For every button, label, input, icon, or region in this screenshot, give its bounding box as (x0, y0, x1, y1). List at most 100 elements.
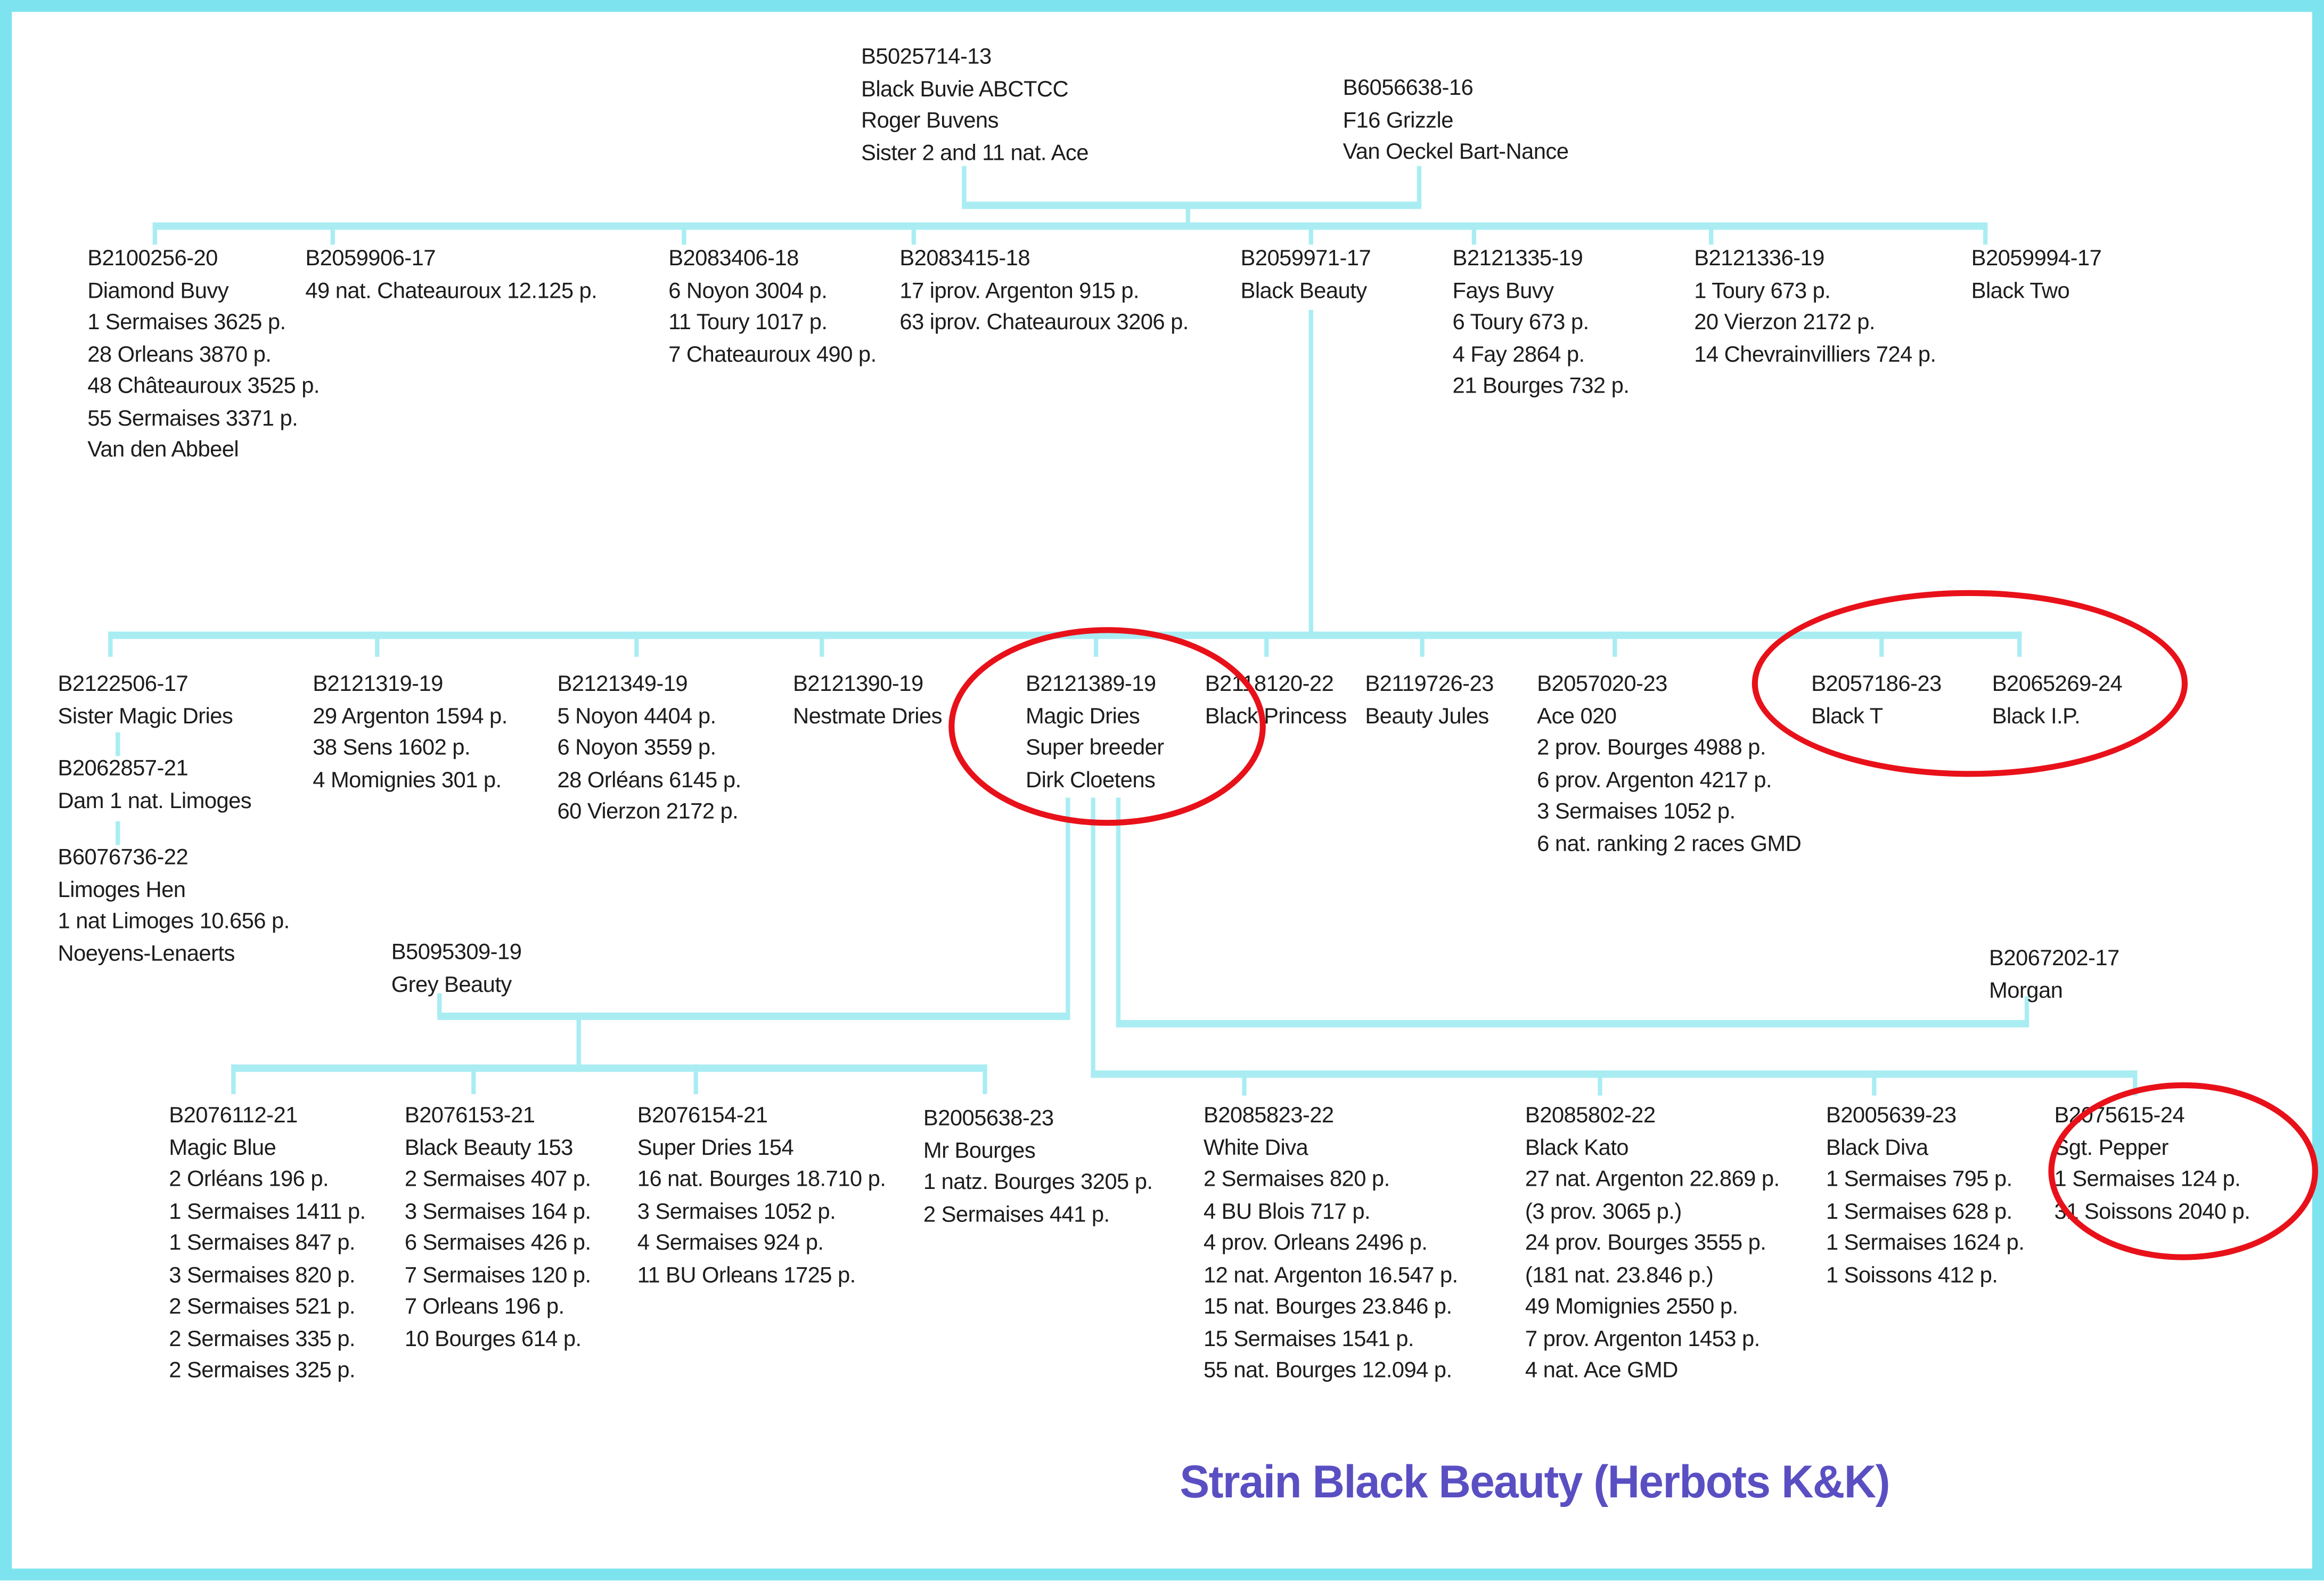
pedigree-connector-line (231, 1064, 987, 1072)
pedigree-text-line: B2121335-19 (1452, 246, 1583, 272)
pedigree-text-line: 2 prov. Bourges 4988 p. (1537, 735, 1766, 761)
pedigree-text-line: B2100256-20 (87, 246, 218, 272)
pedigree-text-line: 7 Chateauroux 490 p. (668, 341, 877, 367)
pedigree-text-line: 28 Orléans 6145 p. (557, 767, 741, 793)
pedigree-text-line: B2076153-21 (404, 1103, 535, 1129)
pedigree-text-line: 48 Châteauroux 3525 p. (87, 373, 320, 399)
highlight-black-t-ip-ellipse (1752, 590, 2188, 777)
pedigree-text-line: 3 Sermaises 1052 p. (637, 1199, 836, 1224)
pedigree-text-line: B6076736-22 (58, 845, 189, 870)
pedigree-text-line: Van den Abbeel (87, 437, 239, 463)
pedigree-text-line: 2 Sermaises 335 p. (169, 1326, 355, 1351)
pedigree-connector-line (1983, 222, 1988, 245)
pedigree-text-line: 49 Momignies 2550 p. (1525, 1294, 1738, 1320)
pedigree-connector-line (1116, 1020, 2030, 1028)
pedigree-text-line: 14 Chevrainvilliers 724 p. (1694, 341, 1936, 367)
highlight-sgt-pepper-ellipse (2048, 1082, 2318, 1260)
pedigree-connector-line (152, 222, 158, 245)
pedigree-text-line: B2059906-17 (305, 246, 436, 272)
pedigree-text-line: 2 Orléans 196 p. (169, 1167, 329, 1192)
pedigree-text-line: B2005638-23 (923, 1106, 1054, 1131)
pedigree-text-line: 1 Sermaises 1624 p. (1826, 1230, 2025, 1256)
pedigree-text-line: 1 nat Limoges 10.656 p. (58, 909, 290, 934)
pedigree-text-line: Black Buvie ABCTCC (861, 76, 1069, 102)
pedigree-text-line: B2083406-18 (668, 246, 799, 272)
pedigree-connector-line (1598, 1070, 1602, 1096)
pedigree-text-line: 10 Bourges 614 p. (404, 1326, 582, 1351)
pedigree-node-gen4-mr-bourges: B2005638-23 Mr Bourges 1 natz. Bourges 320… (923, 1103, 1153, 1230)
pedigree-text-line: 6 Noyon 3004 p. (668, 278, 828, 304)
pedigree-text-line: Sister 2 and 11 nat. Ace (861, 140, 1089, 166)
pedigree-text-line: B2119726-23 (1365, 671, 1494, 697)
pedigree-text-line: B2121390-19 (793, 671, 923, 697)
pedigree-text-line: 6 Noyon 3559 p. (557, 735, 716, 761)
pedigree-text-line: 11 BU Orleans 1725 p. (637, 1262, 856, 1288)
pedigree-text-line: 55 Sermaises 3371 p. (87, 405, 298, 431)
pedigree-text-line: 4 BU Blois 717 p. (1203, 1199, 1371, 1224)
pedigree-text-line: 60 Vierzon 2172 p. (557, 799, 739, 825)
highlight-magic-dries-ellipse (948, 627, 1266, 826)
pedigree-text-line: Ace 020 (1537, 703, 1617, 729)
pedigree-text-line: Roger Buvens (861, 108, 999, 134)
pedigree-text-line: B2057020-23 (1537, 671, 1667, 697)
pedigree-text-line: 1 Soissons 412 p. (1826, 1262, 1998, 1288)
pedigree-text-line: Super Dries 154 (637, 1135, 794, 1160)
pedigree-connector-line (962, 166, 967, 208)
pedigree-text-line: Diamond Buvy (87, 278, 229, 304)
pedigree-connector-line (231, 1064, 236, 1095)
pedigree-text-line: 16 nat. Bourges 18.710 p. (637, 1167, 886, 1192)
pedigree-connector-line (1185, 201, 1190, 227)
pedigree-text-line: 1 Sermaises 795 p. (1826, 1167, 2012, 1192)
pedigree-text-line: 12 nat. Argenton 16.547 p. (1203, 1262, 1458, 1288)
pedigree-connector-line (116, 821, 120, 845)
pedigree-text-line: Black Beauty (1240, 278, 1368, 304)
pedigree-text-line: 2 Sermaises 407 p. (404, 1167, 591, 1192)
pedigree-text-line: B5025714-13 (861, 44, 992, 70)
pedigree-text-line: 4 Momignies 301 p. (313, 767, 502, 793)
pedigree-text-line: 1 Toury 673 p. (1694, 278, 1831, 304)
pedigree-connector-line (1066, 797, 1070, 1020)
pedigree-connector-line (693, 1064, 698, 1095)
pedigree-connector-line (1116, 797, 1121, 1028)
pedigree-connector-line (152, 222, 1988, 230)
pedigree-text-line: (181 nat. 23.846 p.) (1525, 1262, 1714, 1288)
pedigree-text-line: F16 Grizzle (1343, 107, 1454, 133)
pedigree-connector-line (820, 631, 824, 657)
pedigree-connector-line (116, 732, 120, 756)
pedigree-text-line: 2 Sermaises 325 p. (169, 1358, 355, 1383)
pedigree-text-line: B2122506-17 (58, 671, 189, 697)
pedigree-text-line: 1 natz. Bourges 3205 p. (923, 1169, 1153, 1195)
pedigree-text-line: 6 Toury 673 p. (1452, 309, 1590, 336)
pedigree-text-line: 5 Noyon 4404 p. (557, 703, 716, 729)
pedigree-connector-line (962, 201, 1422, 209)
pedigree-text-line: 27 nat. Argenton 22.869 p. (1525, 1167, 1780, 1192)
pedigree-connector-line (1420, 631, 1425, 657)
pedigree-text-line: Black Kato (1525, 1135, 1629, 1160)
pedigree-connector-line (911, 222, 916, 245)
pedigree-text-line: 49 nat. Chateauroux 12.125 p. (305, 278, 598, 304)
pedigree-text-line: 55 nat. Bourges 12.094 p. (1203, 1358, 1452, 1383)
pedigree-text-line: 7 Orleans 196 p. (404, 1294, 564, 1320)
pedigree-text-line: Magic Blue (169, 1135, 276, 1160)
pedigree-connector-line (1417, 166, 1422, 208)
pedigree-connector-line (1264, 631, 1269, 657)
pedigree-text-line: 24 prov. Bourges 3555 p. (1525, 1230, 1766, 1256)
pedigree-text-line: B2076112-21 (169, 1103, 298, 1129)
pedigree-connector-line (1091, 1070, 2138, 1078)
pedigree-connector-line (2024, 996, 2030, 1023)
pedigree-text-line: 7 prov. Argenton 1453 p. (1525, 1326, 1760, 1351)
pedigree-text-line: Mr Bourges (923, 1138, 1036, 1163)
pedigree-connector-line (576, 1012, 582, 1072)
pedigree-connector-line (330, 222, 335, 245)
pedigree-text-line: 3 Sermaises 820 p. (169, 1262, 355, 1288)
